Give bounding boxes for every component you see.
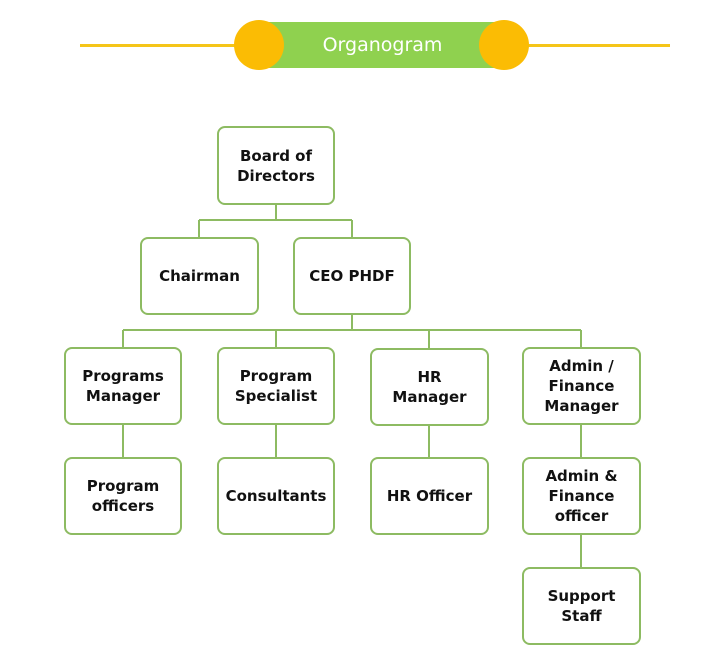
node-hr-manager: HR Manager bbox=[370, 348, 489, 426]
header-pill bbox=[240, 22, 525, 68]
node-board-of-directors: Board of Directors bbox=[217, 126, 335, 205]
node-admin-finance-officer: Admin & Finance officer bbox=[522, 457, 641, 535]
node-label: Admin & Finance officer bbox=[545, 467, 618, 525]
node-programs-manager: Programs Manager bbox=[64, 347, 182, 425]
node-label: CEO PHDF bbox=[309, 267, 395, 285]
page-title: Organogram bbox=[322, 34, 443, 56]
node-program-officers: Program officers bbox=[64, 457, 182, 535]
node-label: Consultants bbox=[225, 487, 327, 505]
node-label: Board of Directors bbox=[237, 146, 315, 185]
node-program-specialist: Program Specialist bbox=[217, 347, 335, 425]
node-label: Support Staff bbox=[547, 587, 616, 625]
node-ceo: CEO PHDF bbox=[293, 237, 411, 315]
node-label: Program officers bbox=[86, 477, 160, 515]
node-hr-officer: HR Officer bbox=[370, 457, 489, 535]
node-label: Program Specialist bbox=[234, 367, 318, 405]
node-support-staff: Support Staff bbox=[522, 567, 641, 645]
node-label: Admin / Finance Manager bbox=[544, 357, 619, 415]
node-label: Programs Manager bbox=[82, 367, 164, 405]
header-left-dot bbox=[234, 20, 284, 70]
header-right-dot bbox=[479, 20, 529, 70]
header-left-line bbox=[80, 44, 260, 47]
node-label: HR Officer bbox=[386, 487, 473, 505]
node-label: HR Manager bbox=[392, 368, 467, 406]
node-admin-finance-manager: Admin / Finance Manager bbox=[522, 347, 641, 425]
header-right-line bbox=[505, 44, 670, 47]
node-consultants: Consultants bbox=[217, 457, 335, 535]
node-label: Chairman bbox=[159, 267, 240, 285]
node-chairman: Chairman bbox=[140, 237, 259, 315]
